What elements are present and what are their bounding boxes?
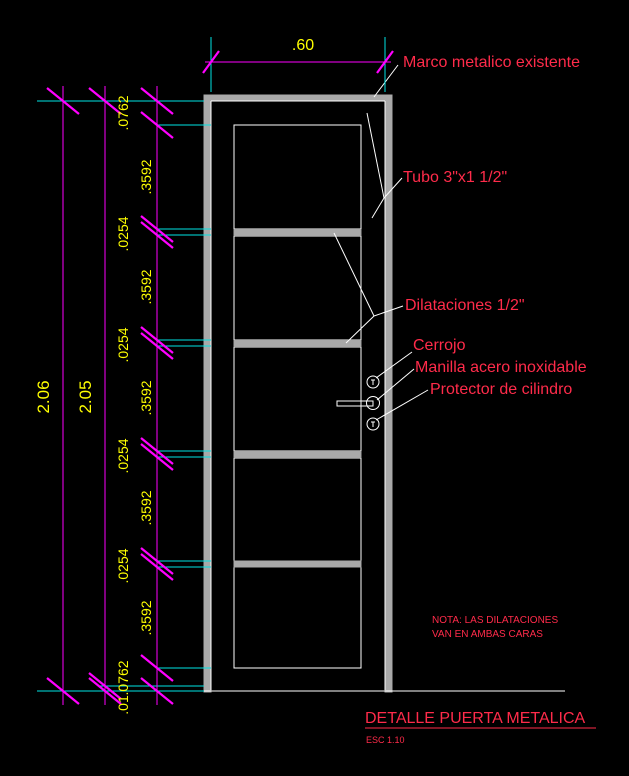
- segment-dim-label: .3592: [138, 269, 154, 304]
- note-line-1: NOTA: LAS DILATACIONES: [432, 615, 558, 626]
- width-dimension-label: .60: [292, 37, 314, 54]
- door-panels: [233, 124, 362, 669]
- segment-dim-label: .3592: [138, 380, 154, 415]
- note-line-2: VAN EN AMBAS CARAS: [432, 629, 543, 640]
- segment-dim-label: .0254: [115, 327, 131, 362]
- drawing-title: DETALLE PUERTA METALICA: [365, 710, 586, 727]
- segment-dim-label: .0762: [115, 660, 131, 695]
- door-hardware: [336, 375, 380, 431]
- dilatation-strips: [233, 229, 362, 568]
- door-frame: [192, 94, 565, 693]
- vertical-dimensions: [37, 86, 211, 705]
- callout-cerrojo: Cerrojo: [413, 337, 466, 354]
- width-dimension: [202, 37, 394, 92]
- segment-dim-label: .0762: [115, 95, 131, 130]
- callout-protector: Protector de cilindro: [430, 381, 572, 398]
- segment-dimension-labels: .0762 .3592 .0254 .3592 .0254 .3592 .025…: [115, 95, 154, 714]
- segment-dim-label: .0254: [115, 438, 131, 473]
- overall-height-labels: 2.06 2.05: [34, 380, 95, 413]
- segment-dim-label: .3592: [138, 600, 154, 635]
- segment-dim-label: .3592: [138, 490, 154, 525]
- outer-height-label: 2.06: [34, 380, 53, 413]
- callout-dilataciones: Dilataciones 1/2": [405, 297, 525, 314]
- callout-labels: Marco metalico existente Tubo 3"x1 1/2" …: [403, 54, 587, 398]
- callout-manilla: Manilla acero inoxidable: [415, 359, 587, 376]
- lock-icon: [366, 375, 380, 389]
- inner-height-label: 2.05: [76, 380, 95, 413]
- note: NOTA: LAS DILATACIONES VAN EN AMBAS CARA…: [432, 615, 558, 640]
- segment-dim-label: .0254: [115, 548, 131, 583]
- callout-marco: Marco metalico existente: [403, 54, 580, 71]
- handle-lever: [336, 400, 374, 407]
- callout-tubo: Tubo 3"x1 1/2": [403, 169, 507, 186]
- drawing-scale: ESC 1.10: [366, 735, 405, 745]
- segment-dim-label: .3592: [138, 159, 154, 194]
- segment-dim-label: .0254: [115, 216, 131, 251]
- title-block: DETALLE PUERTA METALICA ESC 1.10: [365, 710, 596, 745]
- handle-rose-icon: [366, 396, 380, 410]
- segment-dim-label: .01: [115, 695, 131, 715]
- leader-lines: [333, 64, 429, 421]
- cylinder-protector-icon: [366, 417, 380, 431]
